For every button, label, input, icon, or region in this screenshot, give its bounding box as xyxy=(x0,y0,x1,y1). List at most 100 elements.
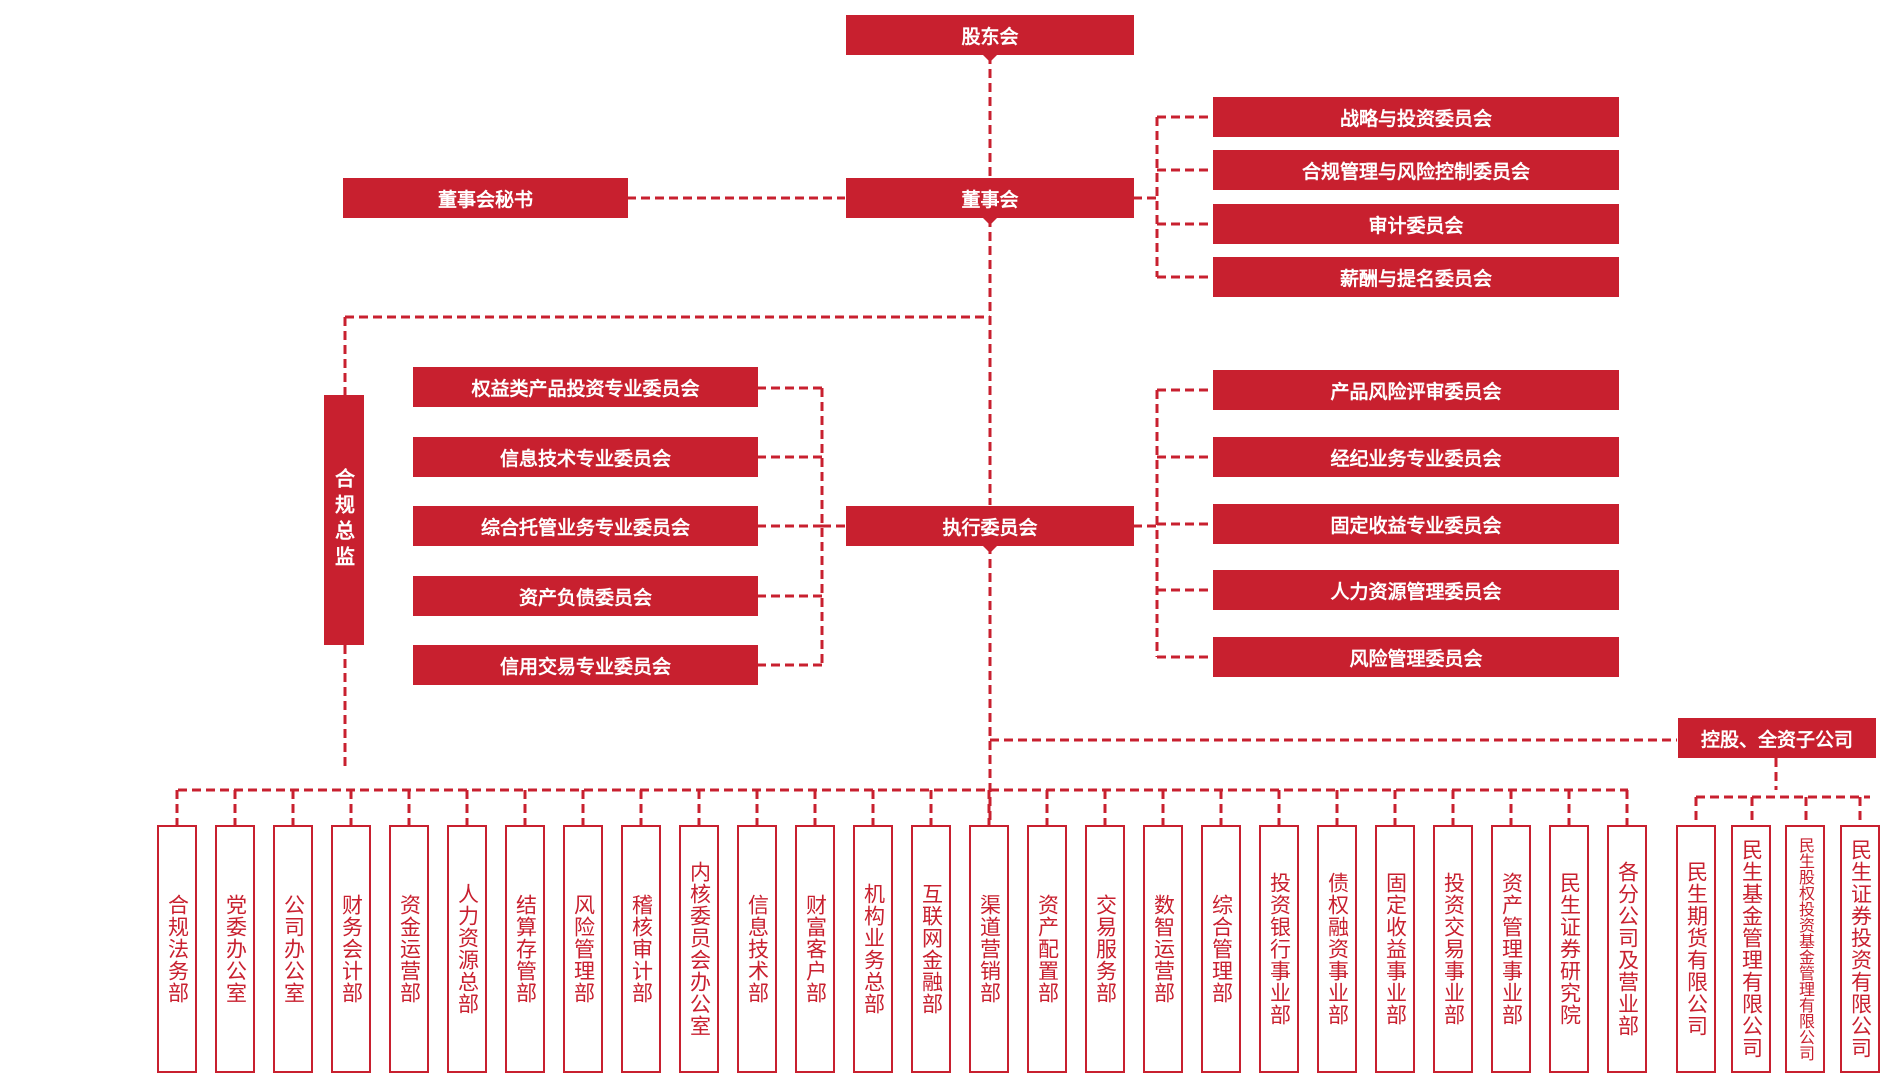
department-box: 机构业务总部 xyxy=(853,825,893,1073)
department-label: 财务会计部 xyxy=(339,894,364,1004)
board-secretary-box: 董事会秘书 xyxy=(343,178,628,218)
department-label: 公司办公室 xyxy=(281,894,306,1004)
department-box: 稽核审计部 xyxy=(621,825,661,1073)
department-label: 风险管理部 xyxy=(571,894,596,1004)
exec-committee-fixed-income: 固定收益专业委员会 xyxy=(1213,504,1619,544)
board-secretary-label: 董事会秘书 xyxy=(437,188,533,211)
board-committee-strategy: 战略与投资委员会 xyxy=(1213,97,1619,137)
department-box: 各分公司及营业部 xyxy=(1607,825,1647,1073)
department-box: 资产配置部 xyxy=(1027,825,1067,1073)
department-box: 投资银行事业部 xyxy=(1259,825,1299,1073)
department-box: 互联网金融部 xyxy=(911,825,951,1073)
exec-committee-label: 信用交易专业委员会 xyxy=(499,655,671,678)
compliance-director-label: 合规总监 xyxy=(331,468,356,572)
department-label: 渠道营销部 xyxy=(977,894,1002,1004)
board-committee-label: 薪酬与提名委员会 xyxy=(1339,267,1492,290)
department-box: 资产管理事业部 xyxy=(1491,825,1531,1073)
department-label: 各分公司及营业部 xyxy=(1615,861,1640,1037)
department-box: 信息技术部 xyxy=(737,825,777,1073)
board-committee-label: 合规管理与风险控制委员会 xyxy=(1301,160,1530,183)
subsidiary-fund: 民生基金管理有限公司 xyxy=(1731,825,1771,1073)
exec-committee-hr: 人力资源管理委员会 xyxy=(1213,570,1619,610)
exec-committee-custody: 综合托管业务专业委员会 xyxy=(413,506,758,546)
department-label: 投资银行事业部 xyxy=(1267,872,1292,1026)
department-box: 交易服务部 xyxy=(1085,825,1125,1073)
executive-committee-box: 执行委员会 xyxy=(846,506,1134,546)
exec-committee-product-risk: 产品风险评审委员会 xyxy=(1213,370,1619,410)
department-box: 党委办公室 xyxy=(215,825,255,1073)
exec-committee-it: 信息技术专业委员会 xyxy=(413,437,758,477)
department-label: 资产配置部 xyxy=(1035,894,1060,1004)
department-box: 综合管理部 xyxy=(1201,825,1241,1073)
department-label: 资金运营部 xyxy=(397,894,422,1004)
department-box: 公司办公室 xyxy=(273,825,313,1073)
exec-committee-label: 人力资源管理委员会 xyxy=(1330,580,1502,603)
department-box: 结算存管部 xyxy=(505,825,545,1073)
exec-committee-label: 产品风险评审委员会 xyxy=(1330,380,1502,403)
exec-committee-label: 风险管理委员会 xyxy=(1349,647,1483,670)
department-box: 财务会计部 xyxy=(331,825,371,1073)
department-box: 财富客户部 xyxy=(795,825,835,1073)
subsidiary-label: 民生期货有限公司 xyxy=(1684,861,1709,1037)
department-label: 人力资源总部 xyxy=(455,883,480,1015)
department-box: 内核委员会办公室 xyxy=(679,825,719,1073)
department-label: 互联网金融部 xyxy=(919,883,944,1015)
department-box: 民生证券研究院 xyxy=(1549,825,1589,1073)
board-committee-label: 审计委员会 xyxy=(1368,214,1464,237)
executive-committee-label: 执行委员会 xyxy=(942,516,1038,539)
department-label: 内核委员会办公室 xyxy=(687,861,712,1037)
subsidiary-label: 民生证券投资有限公司 xyxy=(1848,839,1873,1059)
subsidiary-label: 民生股权投资基金管理有限公司 xyxy=(1796,837,1815,1061)
department-box: 数智运营部 xyxy=(1143,825,1183,1073)
shareholders-label: 股东会 xyxy=(961,25,1019,48)
shareholders-notch xyxy=(983,55,997,62)
subsidiary-equity-fund: 民生股权投资基金管理有限公司 xyxy=(1785,825,1825,1073)
exec-committee-label: 权益类产品投资专业委员会 xyxy=(471,377,700,400)
department-box: 风险管理部 xyxy=(563,825,603,1073)
compliance-director-box: 合规总监 xyxy=(324,395,364,645)
department-label: 机构业务总部 xyxy=(861,883,886,1015)
department-box: 资金运营部 xyxy=(389,825,429,1073)
board-committee-compliance-risk: 合规管理与风险控制委员会 xyxy=(1213,150,1619,190)
subsidiary-futures: 民生期货有限公司 xyxy=(1676,825,1716,1073)
board-box: 董事会 xyxy=(846,178,1134,218)
exec-committee-equity: 权益类产品投资专业委员会 xyxy=(413,367,758,407)
exec-committee-brokerage: 经纪业务专业委员会 xyxy=(1213,437,1619,477)
executive-notch xyxy=(983,546,997,553)
department-box: 固定收益事业部 xyxy=(1375,825,1415,1073)
exec-committee-risk: 风险管理委员会 xyxy=(1213,637,1619,677)
exec-committee-label: 固定收益专业委员会 xyxy=(1330,514,1502,537)
department-label: 综合管理部 xyxy=(1209,894,1234,1004)
subsidiaries-box: 控股、全资子公司 xyxy=(1678,718,1876,758)
department-label: 结算存管部 xyxy=(513,894,538,1004)
department-label: 资产管理事业部 xyxy=(1499,872,1524,1026)
department-label: 债权融资事业部 xyxy=(1325,872,1350,1026)
department-label: 投资交易事业部 xyxy=(1441,872,1466,1026)
department-label: 信息技术部 xyxy=(745,894,770,1004)
department-label: 民生证券研究院 xyxy=(1557,872,1582,1026)
department-label: 交易服务部 xyxy=(1093,894,1118,1004)
department-label: 党委办公室 xyxy=(223,894,248,1004)
department-label: 稽核审计部 xyxy=(629,894,654,1004)
exec-committee-alm: 资产负债委员会 xyxy=(413,576,758,616)
board-label: 董事会 xyxy=(961,188,1019,211)
department-box: 合规法务部 xyxy=(157,825,197,1073)
department-label: 财富客户部 xyxy=(803,894,828,1004)
department-box: 人力资源总部 xyxy=(447,825,487,1073)
board-committee-remuneration: 薪酬与提名委员会 xyxy=(1213,257,1619,297)
board-notch xyxy=(983,218,997,225)
department-box: 投资交易事业部 xyxy=(1433,825,1473,1073)
subsidiary-label: 民生基金管理有限公司 xyxy=(1739,839,1764,1059)
department-label: 数智运营部 xyxy=(1151,894,1176,1004)
exec-committee-label: 信息技术专业委员会 xyxy=(499,447,671,470)
department-label: 合规法务部 xyxy=(165,894,190,1004)
subsidiaries-label: 控股、全资子公司 xyxy=(1700,728,1853,751)
board-committee-audit: 审计委员会 xyxy=(1213,204,1619,244)
board-committee-label: 战略与投资委员会 xyxy=(1339,107,1492,130)
department-box: 债权融资事业部 xyxy=(1317,825,1357,1073)
subsidiary-investment: 民生证券投资有限公司 xyxy=(1840,825,1880,1073)
exec-committee-label: 综合托管业务专业委员会 xyxy=(480,516,690,539)
exec-committee-label: 资产负债委员会 xyxy=(518,586,652,609)
department-label: 固定收益事业部 xyxy=(1383,872,1408,1026)
